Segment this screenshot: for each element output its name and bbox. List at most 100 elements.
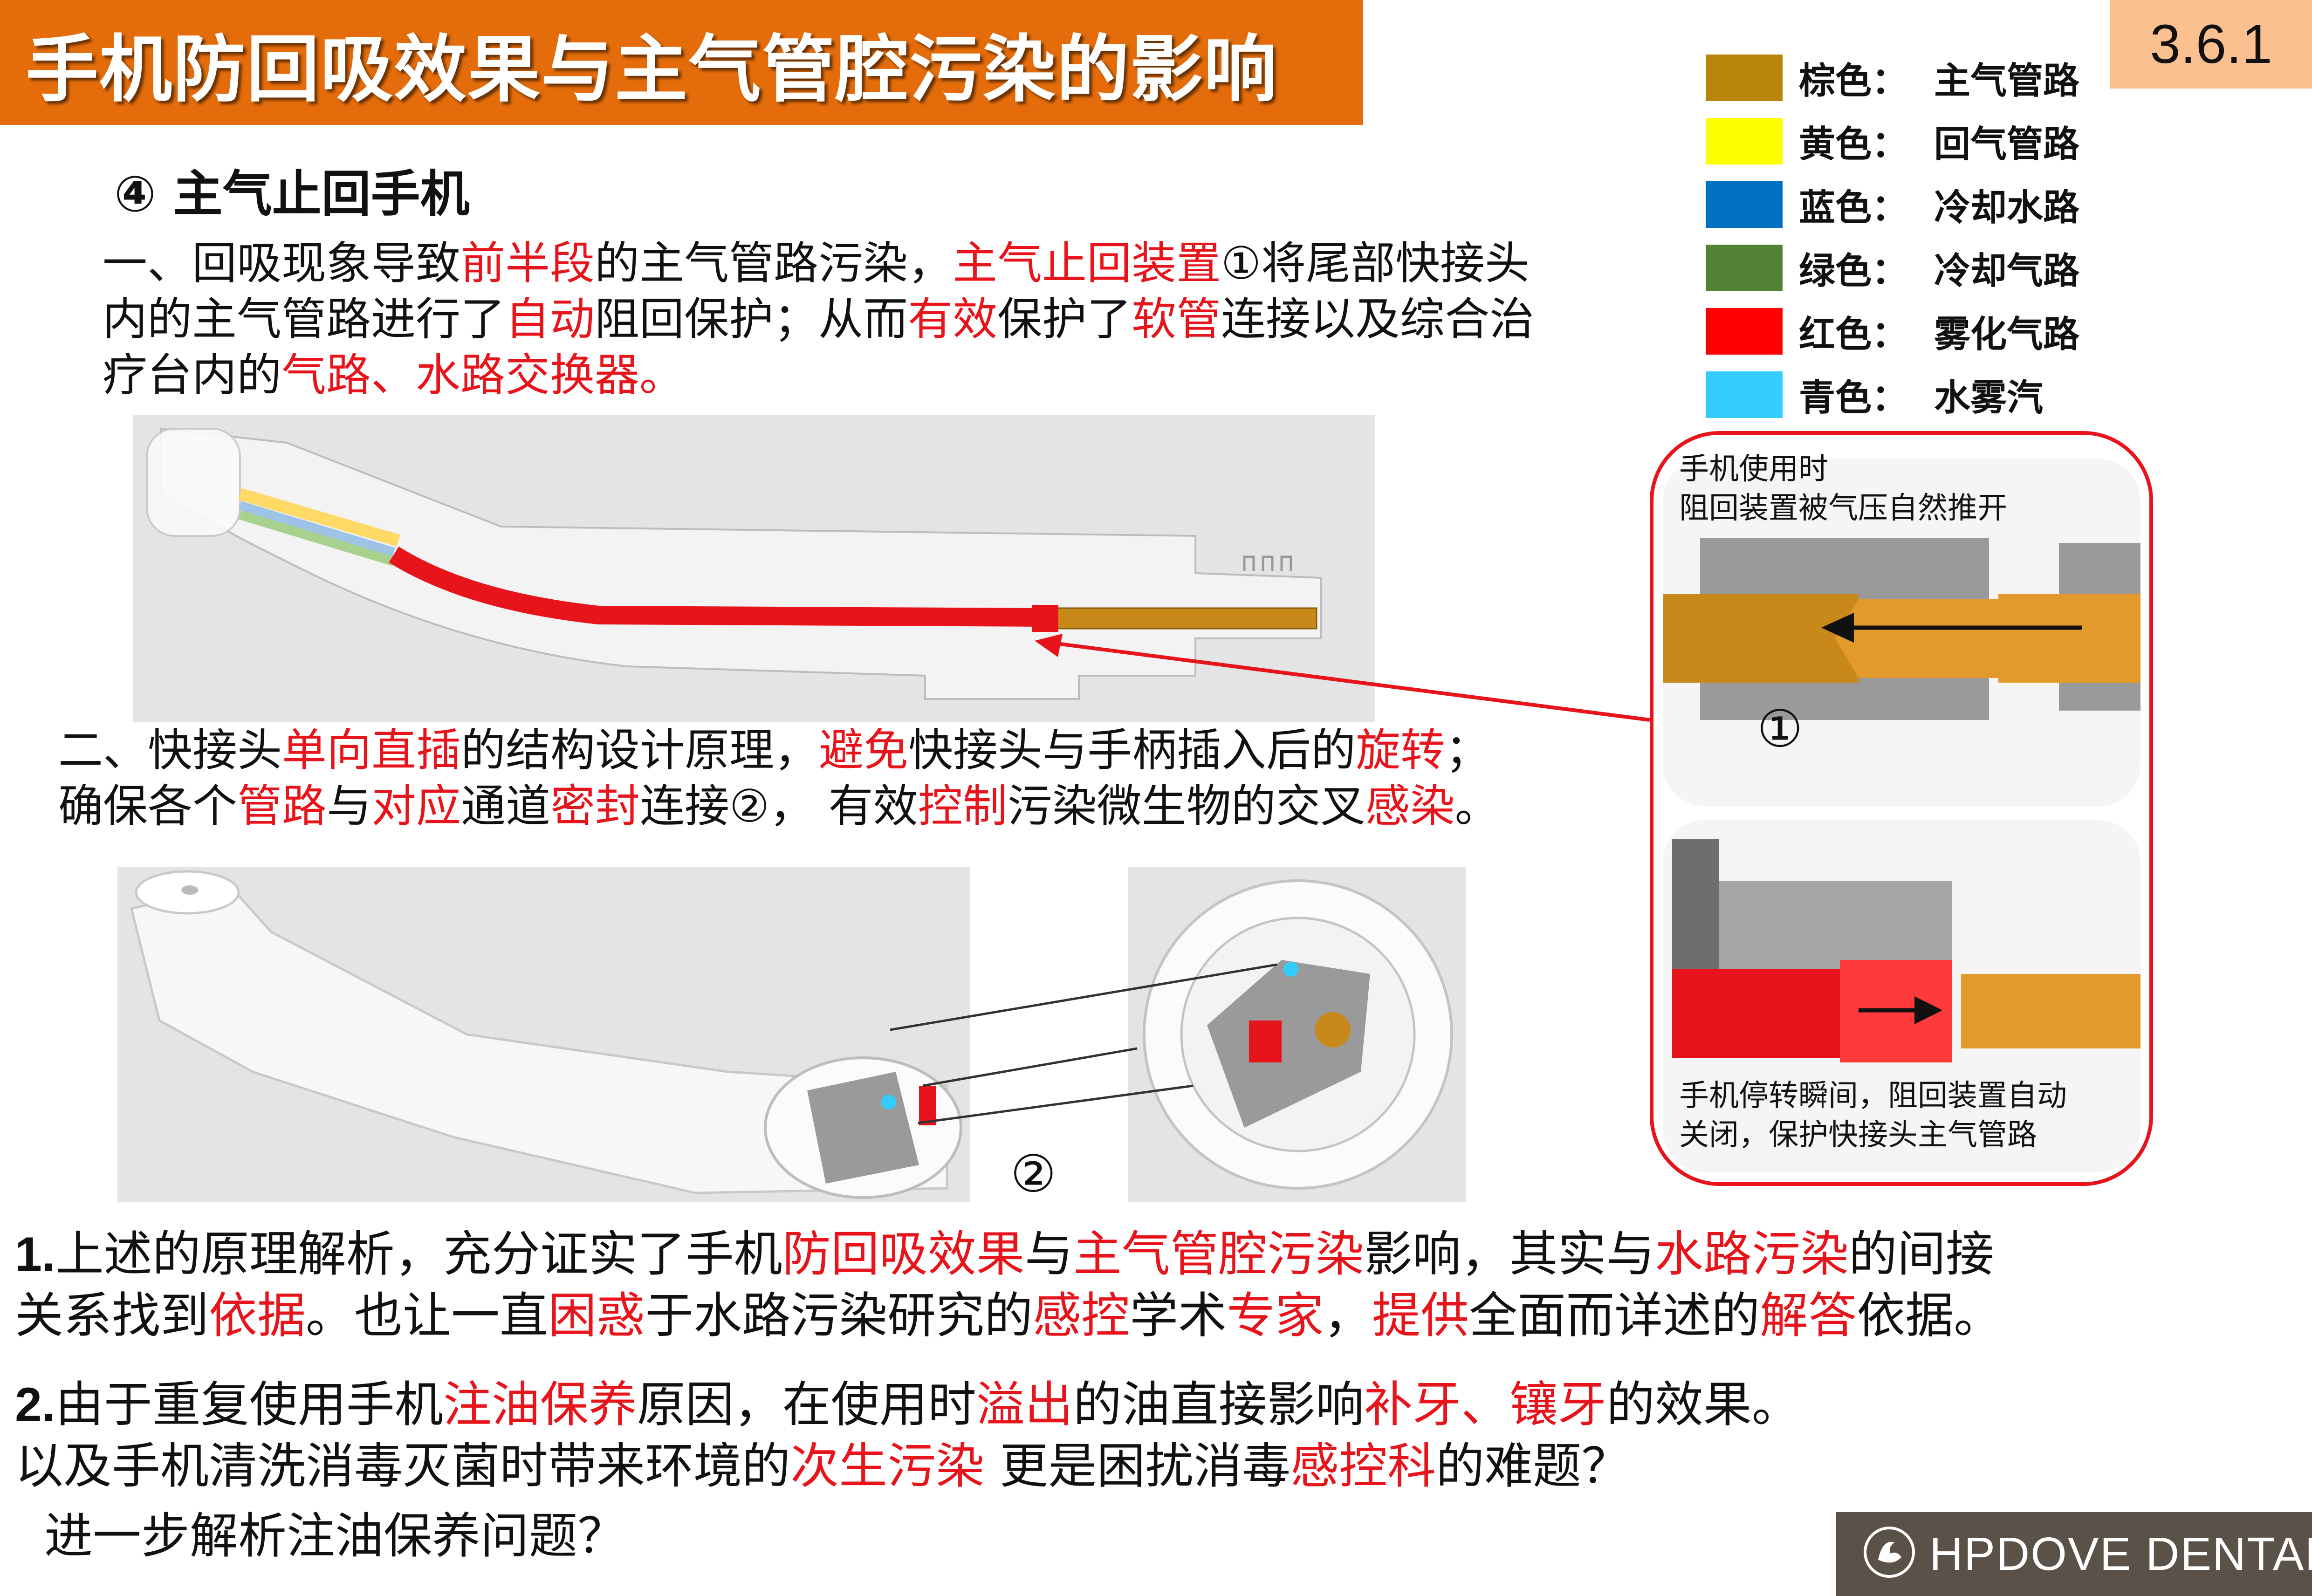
text-span: ， <box>1324 1287 1372 1344</box>
callout-pointer-arrow <box>1035 634 1650 722</box>
valve-open-caption-line-2: 阻回装置被气压自然推开 <box>1679 491 2007 526</box>
marker-two: ② <box>1010 1144 1057 1204</box>
highlight-span: 注油保养 <box>443 1376 637 1433</box>
text-span: 的主气管路污染， <box>595 237 953 289</box>
legend-swatch <box>1706 55 1783 101</box>
highlight-span: 避免 <box>819 724 908 776</box>
text-span: 与 <box>1024 1226 1073 1282</box>
text-span: 与 <box>327 780 371 832</box>
highlight-span: 密封 <box>550 780 640 832</box>
paragraph-2-line-2: 确保各个管路与对应通道密封连接②， 有效控制污染微生物的交叉感染。 <box>58 778 1500 834</box>
legend-swatch <box>1706 308 1783 355</box>
highlight-span: 软管 <box>1132 293 1221 345</box>
dove-logo-icon <box>1864 1527 1915 1578</box>
text-span: 更是困扰消毒 <box>984 1438 1291 1494</box>
highlight-span: 控制 <box>918 780 1008 832</box>
legend-color-name: 红色： <box>1799 314 1908 356</box>
text-span: 全面而详述的 <box>1469 1287 1760 1344</box>
highlight-span: 解答 <box>1760 1287 1857 1344</box>
legend-swatch <box>1706 181 1783 228</box>
highlight-span: 自动 <box>505 293 595 345</box>
text-span: ； <box>1445 724 1490 776</box>
text-span: 由于重复使用手机 <box>55 1376 443 1433</box>
point-number: 1. <box>15 1227 55 1281</box>
paragraph-1-line-1: 一、回吸现象导致前半段的主气管路污染，主气止回装置①将尾部快接头 <box>103 235 1534 291</box>
summary-point-2-line-1: 2.由于重复使用手机注油保养原因，在使用时溢出的油直接影响补牙、镶牙的效果。 <box>15 1374 1800 1436</box>
highlight-span: 溢出 <box>976 1376 1073 1433</box>
text-span: 内的主气管路进行了 <box>103 293 505 345</box>
connector-face-figure <box>1128 867 1466 1202</box>
text-span: 的油直接影响 <box>1073 1376 1364 1433</box>
text-span: 上述的原理解析，充分证实了手机 <box>55 1226 782 1282</box>
summary-followup-question: 进一步解析注油保养问题？ <box>44 1507 626 1564</box>
legend-meaning: 冷却水路 <box>1934 187 2080 229</box>
highlight-span: 困惑 <box>548 1287 645 1344</box>
highlight-span: 专家 <box>1227 1287 1324 1344</box>
valve-closed-caption-line-1: 手机停转瞬间，阻回装置自动 <box>1679 1079 2067 1113</box>
text-span: 确保各个 <box>58 780 237 832</box>
handpiece-cutaway-figure <box>133 415 1375 722</box>
highlight-span: 水路污染 <box>1654 1226 1849 1282</box>
highlight-span: 前半段 <box>460 237 595 289</box>
connector-face-drawing <box>1143 879 1453 1190</box>
legend-swatch <box>1706 371 1783 418</box>
text-span: 的间接 <box>1848 1226 1994 1282</box>
text-span: 学术 <box>1130 1287 1227 1344</box>
text-span: 一、回吸现象导致 <box>103 237 460 289</box>
legend-meaning: 回气管路 <box>1934 123 2080 165</box>
text-span: 依据。 <box>1857 1287 2003 1344</box>
highlight-span: 补牙、镶牙 <box>1364 1376 1606 1433</box>
legend-color-name: 黄色： <box>1799 123 1908 165</box>
legend-meaning: 主气管路 <box>1934 60 2080 102</box>
legend-color-name: 绿色： <box>1799 250 1908 292</box>
text-span: 连接以及综合治 <box>1221 293 1534 345</box>
legend-meaning: 水雾汽 <box>1934 377 2044 419</box>
highlight-span: 感控科 <box>1290 1438 1436 1494</box>
text-span: 以及手机清洗消毒灭菌时带来环境的 <box>15 1438 791 1494</box>
text-span: 污染微生物的交叉 <box>1007 780 1365 832</box>
legend-swatch <box>1706 118 1783 164</box>
text-span: 连接②， 有效 <box>640 780 918 832</box>
text-span: 关系找到 <box>15 1287 209 1344</box>
text-span: 影响，其实与 <box>1364 1226 1655 1282</box>
summary-point-2-line-2: 以及手机清洗消毒灭菌时带来环境的次生污染 更是困扰消毒感控科的难题？ <box>15 1435 1630 1497</box>
text-span: 疗台内的 <box>103 349 281 401</box>
highlight-span: 气路、水路交换器。 <box>281 349 684 401</box>
highlight-span: 对应 <box>371 780 461 832</box>
highlight-span: 管路 <box>237 780 327 832</box>
legend-swatch <box>1706 245 1783 291</box>
legend-color-name: 青色： <box>1799 377 1908 419</box>
marker-one: ① <box>1757 699 1803 759</box>
text-span: 保护了 <box>997 293 1132 345</box>
legend-color-name: 蓝色： <box>1799 187 1908 229</box>
paragraph-1-line-2: 内的主气管路进行了自动阻回保护；从而有效保护了软管连接以及综合治 <box>103 291 1534 347</box>
handpiece-3d-figure <box>117 867 970 1202</box>
highlight-span: 感控 <box>1033 1287 1130 1344</box>
paragraph-1-line-3: 疗台内的气路、水路交换器。 <box>103 347 1534 403</box>
highlight-span: 防回吸效果 <box>782 1226 1025 1282</box>
text-span: 通道 <box>461 780 550 832</box>
section-number-badge: 3.6.1 <box>2110 0 2312 89</box>
text-span: 的效果。 <box>1606 1376 1800 1433</box>
valve-open-drawing <box>1663 538 2140 720</box>
handpiece-3d-drawing <box>130 870 962 1199</box>
legend-color-name: 棕色： <box>1799 60 1908 102</box>
highlight-span: 主气管腔污染 <box>1073 1226 1364 1282</box>
valve-open-caption-line-1: 手机使用时 <box>1679 452 1828 486</box>
channel-mapping-arrows <box>890 963 1277 1124</box>
text-span: ①将尾部快接头 <box>1221 237 1530 289</box>
paragraph-2-line-1: 二、快接头单向直插的结构设计原理，避免快接头与手柄插入后的旋转； <box>58 722 1500 778</box>
point-number: 2. <box>15 1378 55 1432</box>
text-span: 。也让一直 <box>306 1287 549 1344</box>
highlight-span: 次生污染 <box>790 1438 985 1494</box>
brand-name: HPDOVE DENTAL <box>1929 1528 2312 1580</box>
highlight-span: 主气止回装置 <box>953 237 1221 289</box>
legend-meaning: 冷却气路 <box>1934 250 2080 292</box>
valve-closed-drawing <box>1672 839 2140 1062</box>
text-span: 的难题？ <box>1436 1438 1630 1494</box>
text-span: 的结构设计原理， <box>461 724 819 776</box>
highlight-span: 感染 <box>1365 780 1455 832</box>
page-title: 手机防回吸效果与主气管腔污染的影响 <box>26 27 1277 112</box>
text-span: 。 <box>1454 780 1500 832</box>
text-span: 快接头与手柄插入后的 <box>908 724 1356 776</box>
